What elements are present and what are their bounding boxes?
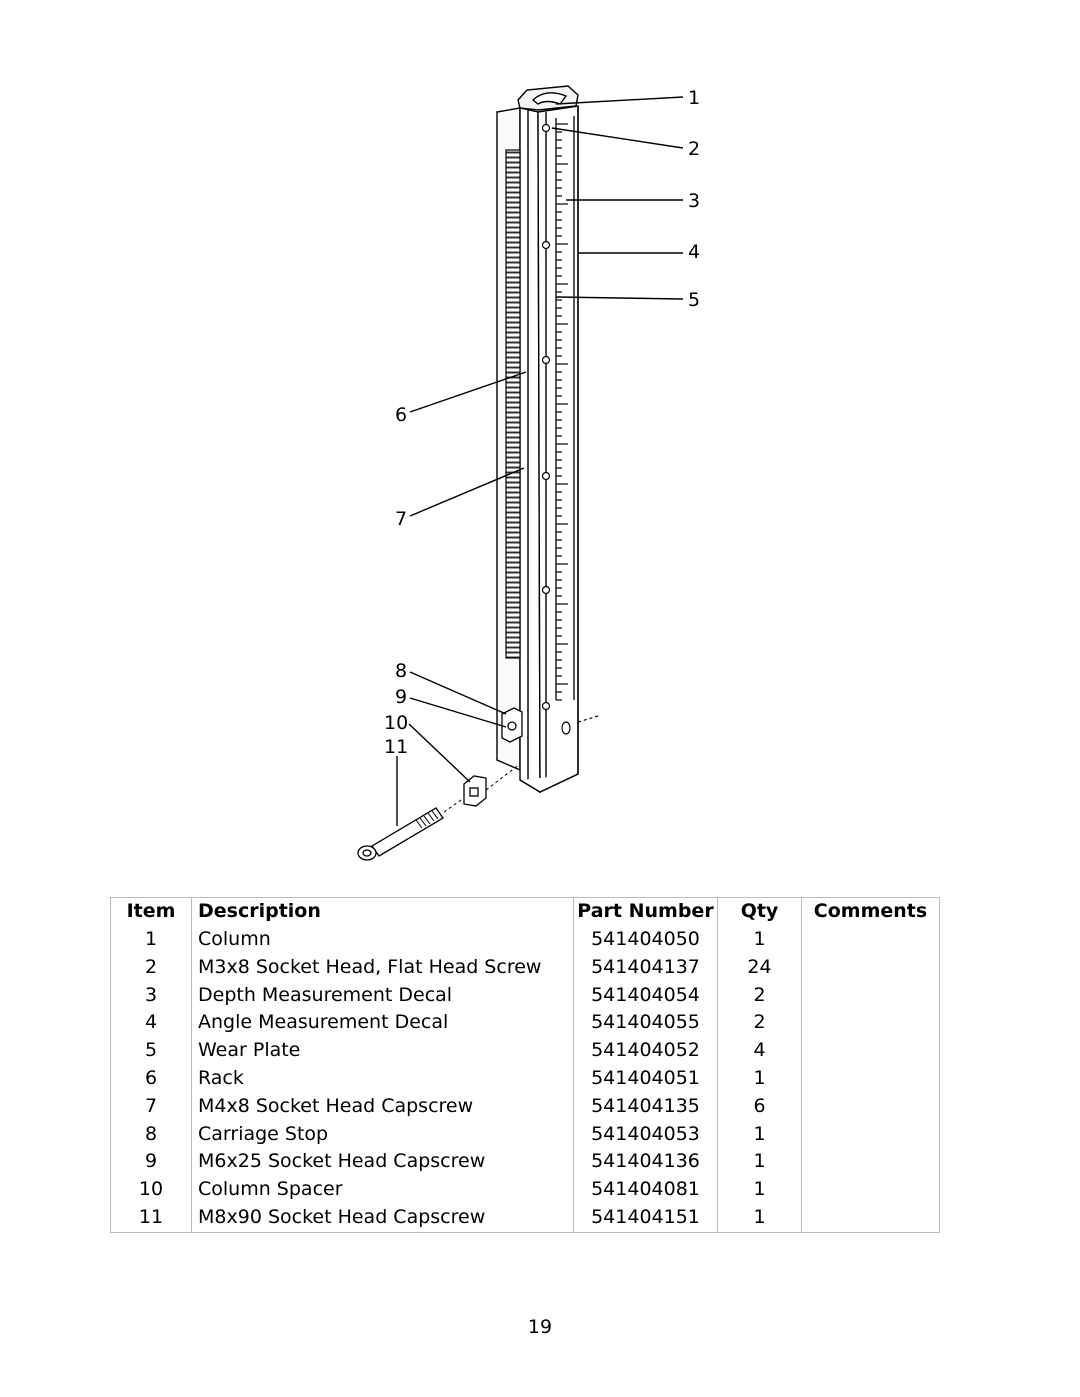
column-spacer [463, 775, 487, 807]
header-description: Description [191, 897, 574, 926]
callout-8: 8 [395, 660, 407, 682]
callout-4: 4 [688, 241, 700, 263]
callout-11: 11 [384, 736, 408, 758]
cell-qty: 6 [717, 1092, 802, 1121]
cell-item: 10 [110, 1176, 192, 1204]
cell-part-number: 541404054 [573, 981, 718, 1010]
cell-comments [801, 1120, 940, 1149]
cell-qty: 24 [717, 953, 802, 982]
cell-item: 4 [110, 1009, 192, 1038]
cell-part-number: 541404050 [573, 926, 718, 954]
cell-qty: 2 [717, 981, 802, 1010]
carriage-stop [501, 707, 523, 743]
cell-description: Depth Measurement Decal [191, 981, 574, 1010]
header-comments: Comments [801, 897, 940, 926]
cell-item: 1 [110, 926, 192, 954]
cell-part-number: 541404053 [573, 1120, 718, 1149]
cell-description: M8x90 Socket Head Capscrew [191, 1203, 574, 1233]
cell-comments [801, 1064, 940, 1093]
page-number: 19 [527, 1316, 553, 1338]
leader-lines [396, 96, 684, 826]
callout-10: 10 [384, 712, 408, 734]
cell-item: 6 [110, 1064, 192, 1093]
cell-qty: 1 [717, 1148, 802, 1177]
cell-comments [801, 1037, 940, 1065]
cell-qty: 2 [717, 1009, 802, 1038]
cell-comments [801, 1009, 940, 1038]
cell-description: Column [191, 926, 574, 954]
cell-part-number: 541404051 [573, 1064, 718, 1093]
cell-description: Column Spacer [191, 1176, 574, 1204]
cell-part-number: 541404055 [573, 1009, 718, 1038]
callout-6: 6 [395, 404, 407, 426]
cell-comments [801, 1203, 940, 1233]
cell-comments [801, 1092, 940, 1121]
table-header-row: Item Description Part Number Qty Comment… [110, 897, 940, 926]
cell-description: M6x25 Socket Head Capscrew [191, 1148, 574, 1177]
header-qty: Qty [717, 897, 802, 926]
cell-comments [801, 981, 940, 1010]
cell-qty: 1 [717, 1120, 802, 1149]
face-screws [541, 123, 551, 711]
header-part-number: Part Number [573, 897, 718, 926]
capscrew-m8x90 [357, 807, 444, 861]
callout-1: 1 [688, 87, 700, 109]
callout-9: 9 [395, 686, 407, 708]
cell-item: 3 [110, 981, 192, 1010]
cell-item: 2 [110, 953, 192, 982]
cell-comments [801, 953, 940, 982]
cell-qty: 1 [717, 926, 802, 954]
cell-part-number: 541404137 [573, 953, 718, 982]
column-bottom-hole [561, 715, 599, 735]
cell-comments [801, 1148, 940, 1177]
cell-description: M4x8 Socket Head Capscrew [191, 1092, 574, 1121]
cell-part-number: 541404052 [573, 1037, 718, 1065]
cell-item: 5 [110, 1037, 192, 1065]
cell-part-number: 541404081 [573, 1176, 718, 1204]
cell-description: Angle Measurement Decal [191, 1009, 574, 1038]
cell-part-number: 541404151 [573, 1203, 718, 1233]
cell-item: 9 [110, 1148, 192, 1177]
cell-description: Wear Plate [191, 1037, 574, 1065]
callout-5: 5 [688, 289, 700, 311]
callout-3: 3 [688, 190, 700, 212]
exploded-parts-diagram: 1 2 3 4 5 6 7 8 9 10 11 [357, 85, 700, 861]
cell-item: 7 [110, 1092, 192, 1121]
cell-qty: 1 [717, 1176, 802, 1204]
cell-part-number: 541404135 [573, 1092, 718, 1121]
cell-part-number: 541404136 [573, 1148, 718, 1177]
cell-description: Rack [191, 1064, 574, 1093]
callout-7: 7 [395, 508, 407, 530]
cell-comments [801, 926, 940, 954]
cell-item: 8 [110, 1120, 192, 1149]
cell-description: M3x8 Socket Head, Flat Head Screw [191, 953, 574, 982]
header-item: Item [110, 897, 192, 926]
parts-list-table: Item Description Part Number Qty Comment… [110, 897, 940, 1233]
cell-description: Carriage Stop [191, 1120, 574, 1149]
cell-qty: 1 [717, 1203, 802, 1233]
cell-qty: 1 [717, 1064, 802, 1093]
cell-comments [801, 1176, 940, 1204]
measurement-decal [555, 116, 575, 700]
cell-qty: 4 [717, 1037, 802, 1065]
callout-2: 2 [688, 138, 700, 160]
callout-labels: 1 2 3 4 5 6 7 8 9 10 11 [384, 87, 700, 758]
scale-ticks [556, 123, 568, 701]
rack [505, 149, 521, 659]
cell-item: 11 [110, 1203, 192, 1233]
